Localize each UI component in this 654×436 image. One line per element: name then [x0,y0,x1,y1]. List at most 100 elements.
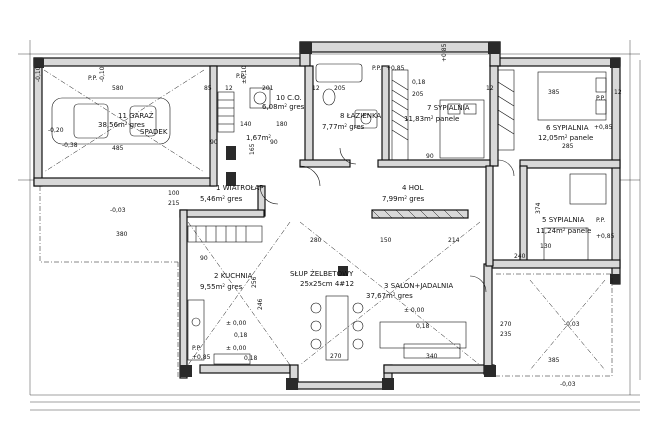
svg-text:9,55m2 gres: 9,55m2 gres [200,283,243,292]
svg-text:1 WIATROŁAP: 1 WIATROŁAP [216,184,264,192]
small-area-label: 1,67m2 [246,134,271,143]
svg-text:11,24m2 panele: 11,24m2 panele [536,227,591,236]
svg-text:25x25cm 4#12: 25x25cm 4#12 [300,280,354,288]
svg-text:7,77m2 gres: 7,77m2 gres [322,123,365,132]
svg-text:P.P.: P.P. [372,65,381,72]
room-sypialnia-7: 7 SYPIALNIA 11,83m2 panele [404,104,470,123]
svg-text:100: 100 [168,190,180,197]
svg-text:P.P.: P.P. [192,345,201,352]
svg-text:± 0,00: ± 0,00 [226,345,246,352]
svg-text:214: 214 [448,237,460,244]
svg-text:165: 165 [249,143,256,155]
svg-text:201: 201 [262,85,274,92]
svg-text:215: 215 [168,200,180,207]
svg-text:-0,03: -0,03 [564,321,580,328]
svg-text:90: 90 [210,139,218,146]
svg-text:246: 246 [257,298,264,310]
svg-text:-0,10: -0,10 [99,66,106,82]
room-sypialnia-5: 5 SYPIALNIA 11,24m2 panele [536,216,591,235]
svg-text:± 0,00: ± 0,00 [404,307,424,314]
svg-text:+0,85: +0,85 [192,354,211,361]
svg-text:12: 12 [225,85,233,92]
svg-text:0,18: 0,18 [234,332,248,339]
svg-text:+0,85: +0,85 [594,124,613,131]
svg-text:90: 90 [270,139,278,146]
svg-text:37,67m2 gres: 37,67m2 gres [366,292,413,301]
svg-text:7 SYPIALNIA: 7 SYPIALNIA [427,104,470,112]
svg-text:12: 12 [486,85,494,92]
room-hol: 4 HOL 7,99m2 gres [382,184,425,203]
svg-text:3 SALON+JADALNIA: 3 SALON+JADALNIA [384,282,453,290]
svg-text:12: 12 [312,85,320,92]
svg-text:280: 280 [310,237,322,244]
svg-text:-0,03: -0,03 [110,207,126,214]
furniture [51,63,607,365]
room-garaz: 11 GARAŻ 38,56m2 gres SPADEK [98,111,168,136]
svg-text:+0,85: +0,85 [596,233,615,240]
spadek-label: SPADEK [140,128,168,136]
eaves-outline [39,69,613,378]
svg-text:235: 235 [500,331,512,338]
svg-text:0,18: 0,18 [412,79,426,86]
svg-text:6,08m2 gres: 6,08m2 gres [262,103,305,112]
svg-text:± 0,00: ± 0,00 [226,320,246,327]
columns [34,42,620,390]
svg-text:SŁUP ŻELBETOWY: SŁUP ŻELBETOWY [290,269,354,278]
room-labels: 11 GARAŻ 38,56m2 gres SPADEK 10 C.O. 6,0… [98,94,593,300]
svg-text:P.P.: P.P. [88,75,97,82]
svg-text:90: 90 [200,255,208,262]
svg-text:6 SYPIALNIA: 6 SYPIALNIA [546,124,589,132]
svg-text:2 KUCHNIA: 2 KUCHNIA [214,272,253,280]
svg-text:5 SYPIALNIA: 5 SYPIALNIA [542,216,585,224]
svg-text:P.P.: P.P. [596,95,605,102]
svg-text:12: 12 [614,89,622,96]
svg-text:-0,20: -0,20 [48,127,64,134]
svg-text:385: 385 [548,89,560,96]
dimension-grid [18,40,641,411]
svg-text:380: 380 [116,231,128,238]
svg-text:285: 285 [562,143,574,150]
svg-text:-0,10: -0,10 [35,66,42,82]
svg-text:P.P.: P.P. [596,217,605,224]
svg-text:4 HOL: 4 HOL [402,184,423,192]
svg-text:0,18: 0,18 [244,355,258,362]
svg-text:5,46m2 gres: 5,46m2 gres [200,195,243,204]
svg-text:485: 485 [112,145,124,152]
svg-text:11,83m2 panele: 11,83m2 panele [404,115,459,124]
svg-text:180: 180 [276,121,288,128]
svg-text:270: 270 [500,321,512,328]
svg-text:±0,10: ±0,10 [241,65,248,84]
svg-text:+0,85: +0,85 [441,43,448,62]
room-kuchnia: 2 KUCHNIA 9,55m2 gres [200,272,253,291]
svg-text:-0,03: -0,03 [560,381,576,388]
svg-text:38,56m2 gres: 38,56m2 gres [98,121,145,130]
column-annotation: SŁUP ŻELBETOWY 25x25cm 4#12 [290,269,354,288]
svg-text:90: 90 [426,153,434,160]
dimension-labels: 580 85 12 205 12 205 12 385 12 385 201 1… [112,85,622,364]
svg-text:12,05m2 panele: 12,05m2 panele [538,134,593,143]
svg-text:140: 140 [240,121,252,128]
svg-text:+0,85: +0,85 [386,65,405,72]
room-sypialnia-6: 6 SYPIALNIA 12,05m2 panele [538,124,593,142]
svg-text:205: 205 [334,85,346,92]
svg-text:385: 385 [548,357,560,364]
room-wiatrolap: 1 WIATROŁAP 5,46m2 gres [200,184,264,203]
svg-text:150: 150 [380,237,392,244]
svg-text:270: 270 [330,353,342,360]
svg-text:130: 130 [540,243,552,250]
svg-text:340: 340 [426,353,438,360]
svg-text:0,18: 0,18 [416,323,430,330]
room-co: 10 C.O. 6,08m2 gres [262,94,305,111]
svg-text:7,99m2 gres: 7,99m2 gres [382,195,425,204]
svg-text:P.P.: P.P. [236,73,245,80]
svg-text:580: 580 [112,85,124,92]
walls [33,41,621,390]
svg-text:-0,38: -0,38 [62,142,78,149]
svg-text:11 GARAŻ: 11 GARAŻ [118,111,154,120]
svg-text:256: 256 [251,276,258,288]
svg-text:374: 374 [535,202,542,214]
svg-text:240: 240 [514,253,526,260]
room-salon: 3 SALON+JADALNIA 37,67m2 gres [366,282,453,300]
svg-text:85: 85 [204,85,212,92]
